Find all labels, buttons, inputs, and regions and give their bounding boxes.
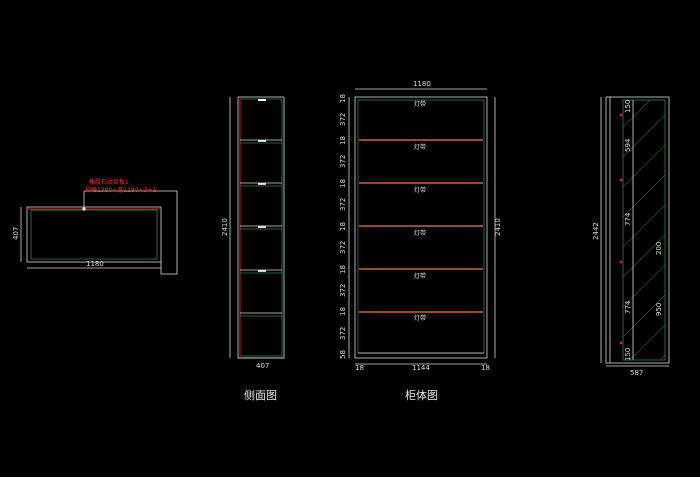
plan-leader-dot (82, 207, 86, 211)
plan-leader-frame (84, 190, 178, 275)
front-bottom-left-label: 18 (355, 364, 364, 372)
section-label-5: 372 (339, 284, 347, 297)
plan-depth-label: 407 (12, 227, 20, 240)
front-outline (354, 96, 488, 359)
light-strip-label-3: 灯带 (414, 186, 426, 194)
door-view: 2442 150 594 774 774 150 200 950 587 (592, 96, 670, 377)
light-strip-label-4: 灯带 (414, 229, 426, 237)
side-height-label: 2410 (221, 218, 229, 236)
door-inner-label-2: 594 (624, 138, 632, 152)
door-hatch (623, 100, 665, 360)
front-view: 灯带 灯带 灯带 灯带 灯带 灯带 1180 2410 18 372 18 37… (339, 80, 502, 402)
plan-annotation-2: 规格1380×宽1180×3×1 (85, 186, 156, 194)
light-strip-label-2: 灯带 (414, 143, 426, 151)
shelf-thickness-4: 18 (339, 265, 347, 274)
hinge-marks (619, 113, 623, 345)
door-panel (622, 99, 666, 361)
door-lower-label: 950 (655, 303, 663, 316)
door-outline (605, 96, 670, 364)
front-shelves (359, 139, 483, 313)
plan-width-label: 1180 (86, 260, 104, 268)
front-base-label: 58 (339, 350, 347, 359)
front-bottom-right-label: 18 (481, 364, 490, 372)
plan-annotation-1: 橡胶石纹背板1 (89, 178, 129, 186)
plan-outline (26, 206, 162, 263)
section-label-4: 372 (339, 241, 347, 254)
side-shelves (240, 99, 282, 317)
shelf-thickness-3: 18 (339, 222, 347, 231)
section-label-1: 372 (339, 113, 347, 126)
side-view: 2410 407 侧面图 (221, 96, 285, 402)
plan-view: 橡胶石纹背板1 规格1380×宽1180×3×1 407 1180 (12, 178, 178, 275)
door-handle-label: 200 (655, 242, 663, 255)
door-inner-label-4: 774 (624, 300, 632, 314)
light-strip-label-5: 灯带 (414, 272, 426, 280)
door-bottom-label: 587 (630, 369, 643, 377)
door-inner-label-5: 150 (624, 348, 632, 361)
door-height-label: 2442 (592, 222, 600, 240)
door-inner-label-3: 774 (624, 212, 632, 226)
light-strip-label-6: 灯带 (414, 314, 426, 322)
section-label-3: 372 (339, 198, 347, 211)
side-depth-label: 407 (256, 362, 269, 370)
front-bottom-mid-label: 1144 (412, 364, 430, 372)
section-label-2: 372 (339, 155, 347, 168)
shelf-thickness-1: 18 (339, 136, 347, 145)
front-top-panel-label: 18 (339, 94, 347, 103)
door-inner-label-1: 150 (624, 100, 632, 113)
plan-inner (30, 209, 158, 260)
light-strip-label-1: 灯带 (414, 100, 426, 108)
side-view-caption: 侧面图 (244, 389, 277, 402)
front-top-width-label: 1180 (413, 80, 431, 88)
section-label-6: 372 (339, 327, 347, 340)
shelf-thickness-2: 18 (339, 179, 347, 188)
shelf-thickness-5: 18 (339, 307, 347, 316)
front-view-caption: 柜体图 (405, 388, 438, 402)
front-height-label: 2410 (494, 218, 502, 236)
